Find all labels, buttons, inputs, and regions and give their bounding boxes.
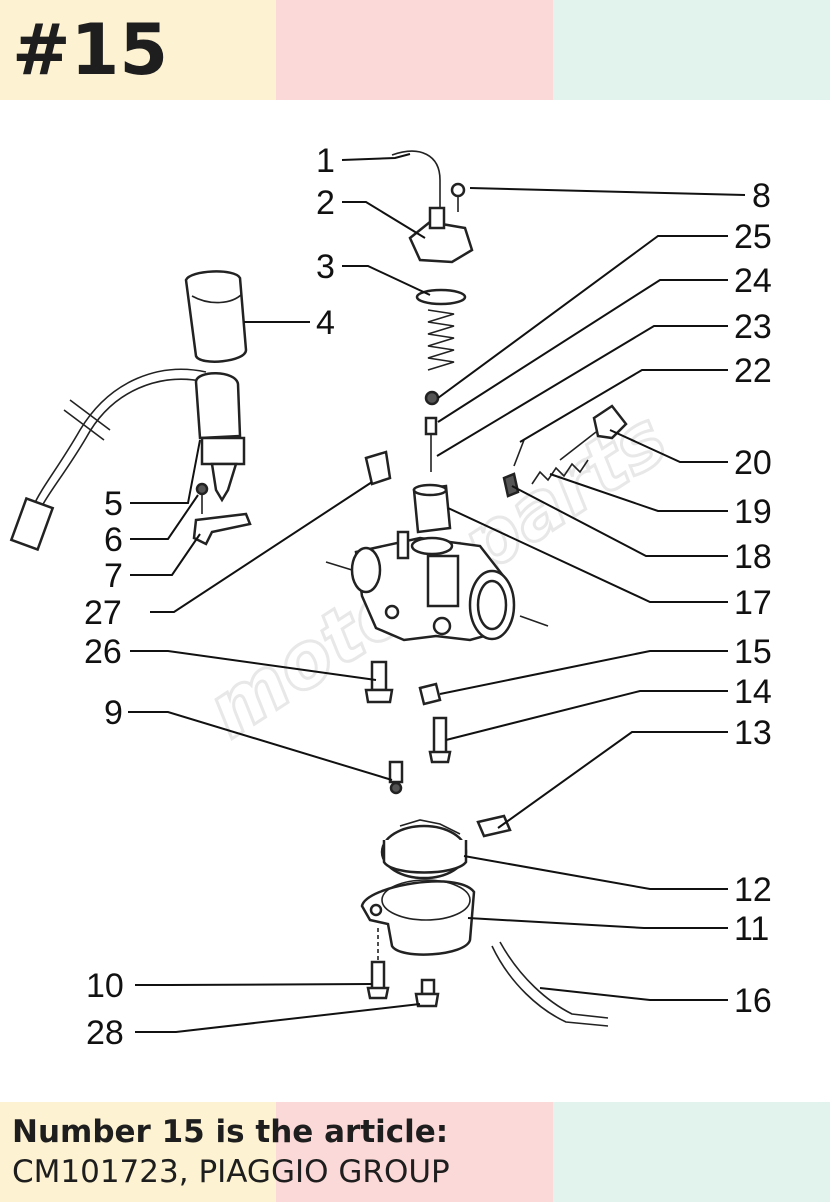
callout-24: 24	[734, 262, 772, 300]
callout-13: 13	[734, 714, 772, 752]
part-air-screw	[364, 660, 394, 704]
callout-22: 22	[734, 352, 772, 390]
part-idle-screw-small	[502, 472, 520, 498]
callout-20: 20	[734, 444, 772, 482]
part-float	[380, 819, 468, 880]
callout-17: 17	[734, 584, 772, 622]
callout-5: 5	[104, 485, 123, 523]
part-mixture-screw	[513, 439, 525, 467]
caption-article: CM101723, PIAGGIO GROUP	[12, 1154, 450, 1190]
callout-19: 19	[734, 493, 772, 531]
part-small-cap	[364, 450, 392, 486]
part-drain-hose	[491, 941, 609, 1027]
leader-lines	[128, 153, 746, 1033]
part-carburetor-cap	[408, 206, 474, 264]
part-automatic-choke-body	[194, 372, 246, 503]
part-needle-clip	[424, 390, 440, 406]
callout-28: 28	[86, 1014, 124, 1052]
part-main-jet-holder	[428, 716, 452, 764]
part-drain-screw	[414, 978, 440, 1008]
part-jet-needle	[424, 416, 438, 472]
part-choke-screw	[195, 482, 209, 514]
callout-7: 7	[104, 557, 123, 595]
part-idle-spring	[531, 459, 589, 485]
band-green-segment	[553, 0, 830, 100]
callout-4: 4	[316, 304, 335, 342]
callout-6: 6	[104, 521, 123, 559]
band-yellow-segment	[0, 1102, 276, 1202]
part-throttle-spring	[415, 288, 467, 371]
part-throttle-valve	[412, 483, 452, 534]
callout-26: 26	[84, 633, 122, 671]
part-idle-adjust-screw	[559, 404, 628, 461]
callout-16: 16	[734, 982, 772, 1020]
callout-18: 18	[734, 538, 772, 576]
caption-title: Number 15 is the article:	[12, 1114, 449, 1150]
part-carburetor-body	[325, 530, 549, 642]
callout-25: 25	[734, 218, 772, 256]
callout-11: 11	[734, 910, 769, 948]
callout-3: 3	[316, 248, 335, 286]
callout-numbers: 1 2 3 4 5 6 7 8 25 24 23 22 20 19 18 17 …	[84, 142, 772, 1052]
part-float-bowl	[360, 879, 476, 956]
part-float-pin	[476, 814, 512, 838]
band-pink-segment	[276, 1102, 553, 1202]
band-yellow-segment	[0, 0, 276, 100]
part-bowl-screw	[366, 928, 390, 1000]
band-green-segment	[553, 1102, 830, 1202]
bottom-color-band	[0, 1102, 830, 1202]
callout-9: 9	[104, 694, 123, 732]
callout-14: 14	[734, 673, 772, 711]
callout-10: 10	[86, 967, 124, 1005]
top-color-band	[0, 0, 830, 100]
part-idle-jet	[388, 760, 404, 795]
part-automatic-choke-wire	[9, 368, 207, 552]
callout-2: 2	[316, 184, 335, 222]
callout-27: 27	[84, 594, 122, 632]
part-jet-nut	[418, 682, 442, 706]
callout-1: 1	[316, 142, 335, 180]
callout-15: 15	[734, 633, 772, 671]
part-throttle-cable	[391, 150, 441, 210]
callout-23: 23	[734, 308, 772, 346]
band-pink-segment	[276, 0, 553, 100]
part-choke-cover	[184, 270, 248, 363]
carburetor-exploded-diagram: motorsparts	[9, 142, 772, 1052]
callout-12: 12	[734, 871, 772, 909]
part-cap-screw	[450, 182, 466, 212]
part-choke-bracket	[192, 512, 252, 546]
callout-8: 8	[752, 177, 771, 215]
diagram-number-badge: #15	[12, 9, 169, 91]
